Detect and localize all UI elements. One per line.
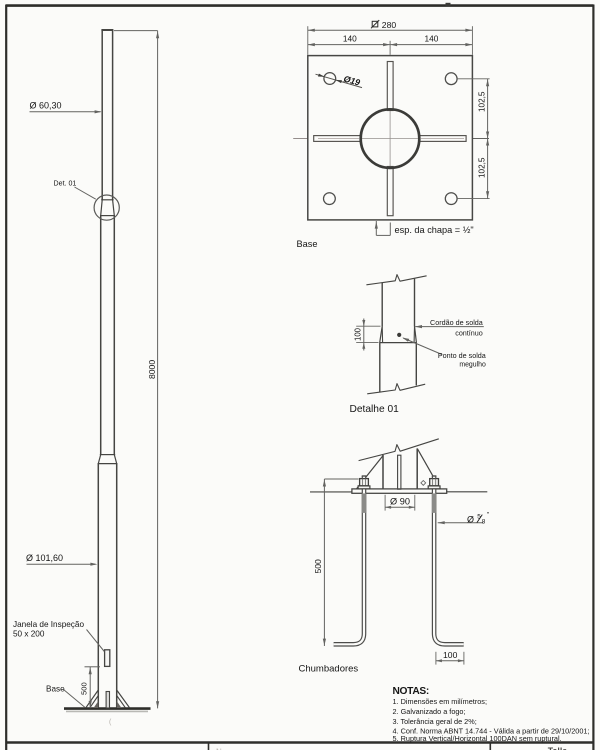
svg-text:Norm: Norm (216, 748, 236, 750)
svg-text:102,5: 102,5 (477, 91, 486, 112)
svg-text:Detalhe 01: Detalhe 01 (350, 404, 400, 415)
svg-text:contínuo: contínuo (455, 328, 483, 337)
svg-text:Det. 01: Det. 01 (54, 179, 77, 187)
svg-text:102,5: 102,5 (477, 157, 486, 178)
svg-text:Cordão de solda: Cordão de solda (430, 318, 483, 327)
svg-text:5: 5 (477, 513, 481, 520)
svg-text:NOTAS:: NOTAS: (393, 686, 430, 697)
svg-text:140: 140 (343, 34, 357, 44)
svg-text:Talle: Talle (548, 746, 568, 750)
svg-text:8000: 8000 (147, 360, 157, 379)
svg-text:Base: Base (297, 239, 318, 249)
svg-text:Ø 60,30: Ø 60,30 (30, 101, 62, 111)
svg-text:Chumbadores: Chumbadores (299, 663, 359, 674)
svg-text:Ø 90: Ø 90 (390, 496, 410, 506)
svg-text:megulho: megulho (459, 361, 486, 368)
svg-text:Ø19: Ø19 (342, 74, 361, 88)
svg-text:2. Galvanizado a fogo;: 2. Galvanizado a fogo; (393, 707, 466, 716)
svg-text:5. Ruptura Vertical/Horizontal: 5. Ruptura Vertical/Horizontal 100DAN se… (393, 734, 562, 743)
svg-text:50 x 200: 50 x 200 (13, 629, 45, 638)
svg-text:Ponto de solda: Ponto de solda (438, 351, 486, 360)
svg-text:(: ( (109, 719, 112, 726)
svg-text:500: 500 (79, 682, 88, 695)
svg-text:100: 100 (443, 650, 458, 660)
svg-text:esp. da chapa = ½": esp. da chapa = ½" (395, 225, 474, 235)
svg-text:Ø 101,60: Ø 101,60 (26, 553, 63, 563)
svg-text:1. Dimensões em milímetros;: 1. Dimensões em milímetros; (393, 697, 487, 706)
svg-text:Base: Base (46, 684, 65, 693)
svg-text:3. Tolerância geral de 2%;: 3. Tolerância geral de 2%; (393, 717, 477, 726)
svg-text:140: 140 (424, 34, 438, 44)
svg-text:″: ″ (487, 512, 490, 519)
svg-text:8: 8 (482, 518, 486, 525)
svg-text:500: 500 (313, 559, 323, 574)
svg-text:Janela de Inspeção: Janela de Inspeção (13, 620, 84, 629)
svg-text:280: 280 (382, 20, 397, 30)
svg-text:100: 100 (354, 327, 363, 341)
svg-text:4. Conf. Norma ABNT 14.744 - V: 4. Conf. Norma ABNT 14.744 - Válida a pa… (393, 727, 590, 736)
svg-text:Ø: Ø (467, 515, 474, 525)
